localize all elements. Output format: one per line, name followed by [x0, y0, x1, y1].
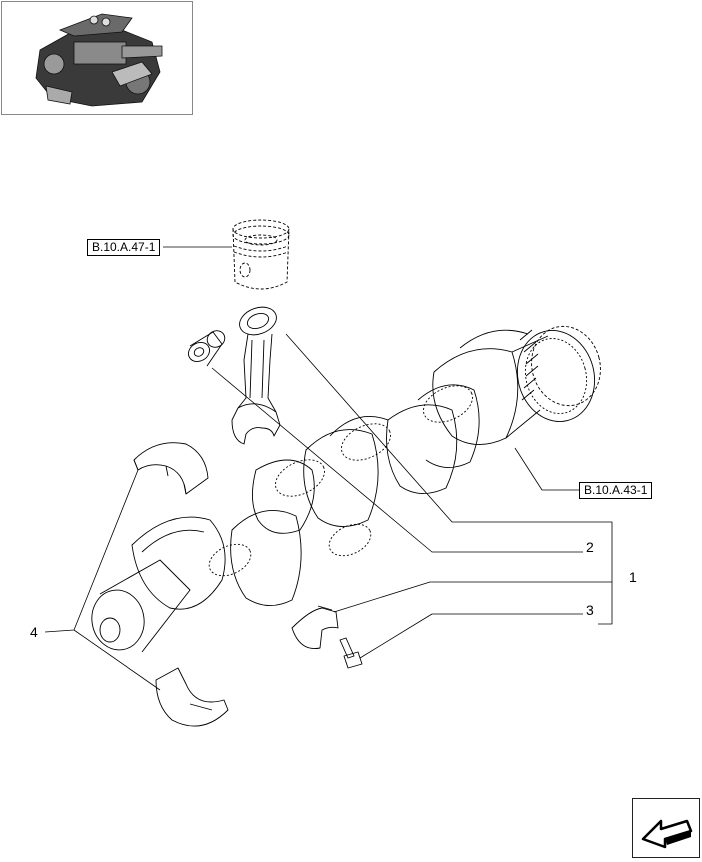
- crankshaft-reference-label[interactable]: B.10.A.43-1: [579, 482, 653, 499]
- connecting-rod-bolt-drawing: [339, 637, 363, 669]
- connecting-rod-cap-drawing: [291, 605, 339, 650]
- callout-1: 1: [629, 569, 637, 585]
- bearing-shell-lower-drawing: [155, 667, 229, 727]
- callout-3: 3: [586, 602, 594, 618]
- next-page-arrow-icon: [641, 819, 693, 849]
- piston-drawing: [232, 219, 290, 290]
- callout-4: 4: [30, 624, 38, 640]
- callout-2: 2: [586, 539, 594, 555]
- piston-reference-label[interactable]: B.10.A.47-1: [87, 239, 161, 256]
- connecting-rod-drawing: [231, 306, 281, 445]
- piston-pin-drawing: [188, 330, 226, 367]
- bearing-shell-upper-drawing: [133, 442, 209, 495]
- engine-thumbnail: [1, 1, 193, 115]
- engine-thumbnail-icon: [35, 13, 163, 107]
- next-page-button[interactable]: [632, 798, 700, 858]
- crankshaft-drawing: [91, 325, 601, 653]
